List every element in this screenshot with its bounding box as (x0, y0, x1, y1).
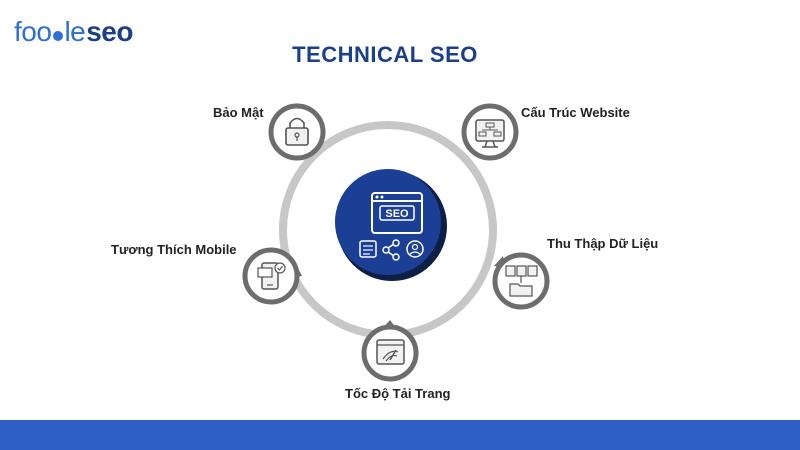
node-website-structure (461, 103, 519, 161)
lock-icon (285, 117, 309, 146)
node-mobile-compatibility (242, 247, 302, 305)
label-security: Bảo Mật (213, 105, 264, 120)
label-data-collection: Thu Thập Dữ Liệu (547, 236, 659, 251)
node-security (268, 103, 326, 161)
page-title: TECHNICAL SEO (292, 42, 478, 67)
node-page-speed (361, 320, 419, 382)
page-speed-icon (376, 339, 405, 365)
center-seo-badge: SEO (335, 169, 447, 281)
website-structure-icon (475, 119, 505, 148)
node-data-collection (492, 252, 550, 310)
footer-bar (0, 420, 800, 450)
label-mobile-compatibility: Tương Thích Mobile (111, 242, 237, 257)
data-collection-icon (505, 265, 538, 297)
logo-le: le (64, 16, 86, 47)
label-page-speed: Tốc Độ Tải Trang (345, 386, 451, 401)
center-seo-text: SEO (385, 208, 409, 220)
label-website-structure: Cấu Trúc Website (521, 105, 630, 120)
logo-seo: seo (86, 16, 133, 47)
logo-g-mark-icon (53, 31, 64, 41)
logo-foo: foo (14, 16, 52, 47)
mobile-check-icon (257, 262, 286, 290)
